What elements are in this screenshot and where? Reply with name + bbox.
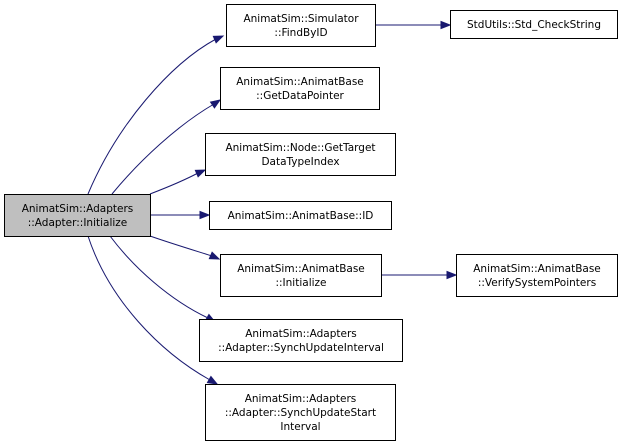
edge-line [109,235,209,319]
edge-initialize-to-findbyid [87,35,225,195]
arrowhead [194,169,207,178]
node-checkstring[interactable]: StdUtils::Std_CheckString [450,10,618,39]
node-label-line: AnimatSim::Adapters [245,328,357,340]
node-label-line: ::Initialize [275,277,326,289]
edge-line [149,235,213,257]
arrowhead [206,375,219,385]
node-label-line: StdUtils::Std_CheckString [467,19,601,31]
edge-baseinit-to-verify [381,270,458,280]
arrowhead [199,210,211,220]
node-baseinit[interactable]: AnimatSim::AnimatBase::Initialize [220,254,382,297]
arrowhead [440,20,452,30]
edge-initialize-to-baseinit [149,235,221,260]
edge-initialize-to-gettarget [149,169,207,195]
edge-initialize-to-synchupdate [109,235,217,323]
node-label-line: AnimatSim::Simulator [243,13,359,25]
node-id[interactable]: AnimatSim::AnimatBase::ID [209,201,392,230]
node-label-line: AnimatSim::AnimatBase [236,76,364,88]
node-initialize[interactable]: AnimatSim::Adapters::Adapter::Initialize [4,194,151,237]
node-label-line: ::Adapter::SynchUpdateStart [225,407,376,419]
node-label-line: ::Adapter::SynchUpdateInterval [218,342,384,354]
node-box[interactable] [205,384,396,441]
node-box[interactable] [450,10,618,39]
node-box[interactable] [226,4,376,47]
edge-initialize-to-id [150,210,211,220]
node-label-line: ::GetDataPointer [256,90,344,102]
edge-line [87,235,211,381]
node-box[interactable] [209,201,392,230]
arrowhead [212,35,225,44]
edge-initialize-to-getdatapointer [111,99,222,195]
node-findbyid[interactable]: AnimatSim::Simulator::FindByID [226,4,376,47]
edge-line [111,103,215,195]
edge-initialize-to-synchstart [87,235,219,385]
call-nodes: AnimatSim::Adapters::Adapter::Initialize… [4,4,618,441]
node-label-line: ::FindByID [274,27,327,39]
arrowhead [209,99,222,109]
node-label-line: ::VerifySystemPointers [478,277,596,289]
node-box[interactable] [220,67,380,110]
node-box[interactable] [220,254,382,297]
node-box[interactable] [456,254,618,297]
arrowhead [446,270,458,280]
node-label-line: ::Adapter::Initialize [28,217,128,229]
node-box[interactable] [4,194,151,237]
arrowhead [208,251,221,260]
edge-findbyid-to-checkstring [375,20,452,30]
node-label-line: DataTypeIndex [261,156,339,168]
node-label-line: AnimatSim::Node::GetTarget [225,142,375,154]
node-label-line: AnimatSim::AnimatBase [473,263,601,275]
node-synchupdate[interactable]: AnimatSim::Adapters::Adapter::SynchUpdat… [199,319,403,362]
node-label-line: Interval [280,421,320,433]
node-label-line: AnimatSim::Adapters [245,393,357,405]
edge-line [87,38,217,195]
node-label-line: AnimatSim::Adapters [22,203,134,215]
node-box[interactable] [205,133,396,176]
node-label-line: AnimatSim::AnimatBase::ID [228,210,374,222]
node-getdatapointer[interactable]: AnimatSim::AnimatBase::GetDataPointer [220,67,380,110]
node-synchstart[interactable]: AnimatSim::Adapters::Adapter::SynchUpdat… [205,384,396,441]
edge-line [149,172,199,195]
node-label-line: AnimatSim::AnimatBase [237,263,365,275]
node-box[interactable] [199,319,403,362]
node-verify[interactable]: AnimatSim::AnimatBase::VerifySystemPoint… [456,254,618,297]
